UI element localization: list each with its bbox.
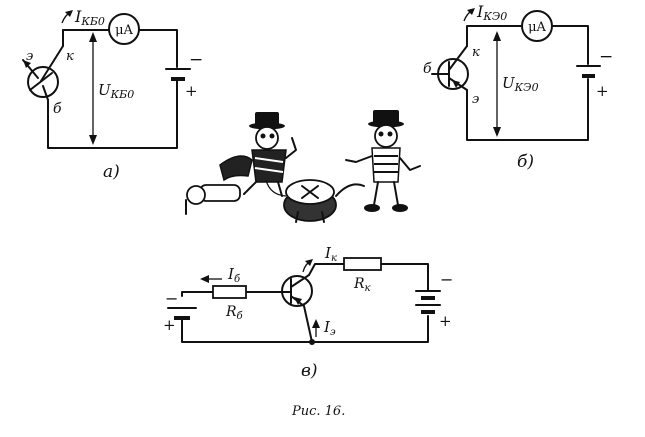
current-label-collector-c: Iк	[324, 244, 337, 264]
resistor-base-label-c: Rб	[225, 304, 244, 322]
transistor-c-emitter-arrow	[294, 297, 302, 305]
current-arrow-base-c-head	[200, 275, 209, 283]
battery-c-right-plus: +	[439, 312, 452, 330]
left-figure-hat-brim	[249, 122, 285, 130]
right-figure-eye-2	[387, 131, 393, 137]
left-figure-lead	[265, 179, 287, 197]
right-figure-shoe-2	[392, 204, 408, 212]
voltage-arrow-a-top-head	[89, 32, 97, 42]
circuit-c: Rб Rк − + − + Iб Iк Iэ в)	[163, 244, 453, 381]
right-figure-shoe	[364, 204, 380, 212]
right-figure-legs	[373, 181, 399, 206]
left-figure-stripes	[254, 157, 284, 173]
left-figure-legs	[243, 181, 283, 197]
terminal-a-collector: к	[66, 49, 74, 64]
left-figure-arm	[285, 137, 297, 159]
transistor-a-collector-lead	[40, 45, 64, 82]
microammeter-a	[108, 13, 140, 45]
transistor-b-collector-lead	[448, 45, 468, 71]
caption-a: а)	[103, 162, 120, 182]
current-arrow-emitter-c-head	[312, 319, 320, 328]
device-marking	[301, 185, 319, 199]
voltage-label-a: UКБ0	[98, 81, 134, 101]
battery-c-left-minus: −	[165, 289, 178, 308]
current-arrow-collector-c-head	[305, 259, 313, 266]
right-figure-hat-crown	[373, 110, 399, 124]
resistor-base-c	[212, 285, 247, 299]
left-figure-eye	[260, 133, 266, 139]
current-label-a: IКБ0	[74, 7, 105, 28]
current-arrow-b-head	[467, 8, 475, 15]
device-right-lead	[335, 183, 365, 197]
caption-b: б)	[517, 152, 534, 172]
current-label-b: IКЭ0	[476, 2, 507, 23]
transistor-b-emitter-arrow	[452, 80, 460, 88]
cartoon-device	[283, 179, 365, 223]
cartoon-left-figure	[185, 112, 297, 215]
wire-a-top-right	[139, 29, 178, 68]
transistor-a	[27, 66, 59, 98]
left-figure-head	[255, 126, 279, 150]
circuit-a: μA − + э к б IКБ0 UКБ0 а)	[22, 7, 203, 182]
wire-b-bottom	[466, 78, 589, 141]
cartoon-right-figure	[345, 110, 421, 212]
voltage-label-b: UКЭ0	[502, 74, 539, 94]
voltage-arrow-b-top-head	[493, 31, 501, 41]
wire-c-collector	[308, 263, 345, 276]
terminal-b-emitter: э	[472, 92, 479, 107]
terminal-b-base: б	[423, 61, 432, 77]
terminal-a-base: б	[53, 101, 62, 117]
current-label-emitter-c: Iэ	[323, 318, 336, 338]
right-figure-arm-2	[399, 157, 421, 171]
left-figure-sole	[186, 185, 206, 205]
terminal-b-collector: к	[472, 45, 480, 60]
left-figure-torso	[219, 155, 253, 182]
current-label-base-c: Iб	[227, 265, 241, 285]
battery-c-right-minus: −	[440, 270, 453, 289]
transistor-c-collector-lead	[290, 274, 310, 288]
wire-a-bottom	[47, 80, 178, 149]
battery-a-minus: −	[189, 50, 203, 70]
battery-b-plus: +	[596, 82, 609, 100]
figure-caption: Рис. 16.	[291, 404, 345, 419]
meter-label-b: μA	[528, 20, 546, 35]
cartoon-illustration	[185, 110, 421, 223]
wire-b-top-left	[466, 25, 523, 47]
voltage-arrow-b-bottom-head	[493, 127, 501, 137]
microammeter-b	[521, 10, 553, 42]
left-figure-boot	[199, 184, 241, 202]
right-figure-head	[374, 124, 398, 148]
right-figure-eye	[378, 131, 384, 137]
caption-c: в)	[301, 361, 318, 381]
resistor-collector-c	[343, 257, 382, 271]
circuit-b: μA − + б к э IКЭ0 UКЭ0 б)	[423, 2, 613, 172]
junction-c	[309, 339, 315, 345]
wire-c-right-top	[380, 263, 429, 292]
wire-c-left-top	[181, 291, 214, 297]
battery-b-minus: −	[599, 47, 613, 67]
left-figure-eye-2	[269, 133, 275, 139]
terminal-a-emitter: э	[26, 49, 33, 64]
current-arrow-a-head	[65, 10, 73, 17]
meter-label-a: μA	[115, 23, 133, 38]
wire-c-emitter	[303, 305, 313, 343]
right-figure-stripes	[374, 155, 398, 173]
transistor-a-emitter-arrow	[23, 60, 31, 68]
voltage-arrow-a-bottom-head	[89, 135, 97, 145]
left-figure-hat-crown	[255, 112, 279, 126]
battery-a-plus: +	[185, 82, 198, 100]
battery-c-left-plus: +	[163, 316, 176, 334]
transistor-a-base-lead	[42, 85, 49, 101]
wire-b-top-right	[551, 25, 589, 65]
right-figure-hat-brim	[368, 120, 404, 128]
device-pins	[295, 211, 325, 223]
left-figure-body	[251, 149, 287, 183]
right-figure-arm	[345, 155, 373, 163]
resistor-collector-label-c: Rк	[353, 276, 371, 294]
wire-c-bottom	[181, 315, 429, 343]
